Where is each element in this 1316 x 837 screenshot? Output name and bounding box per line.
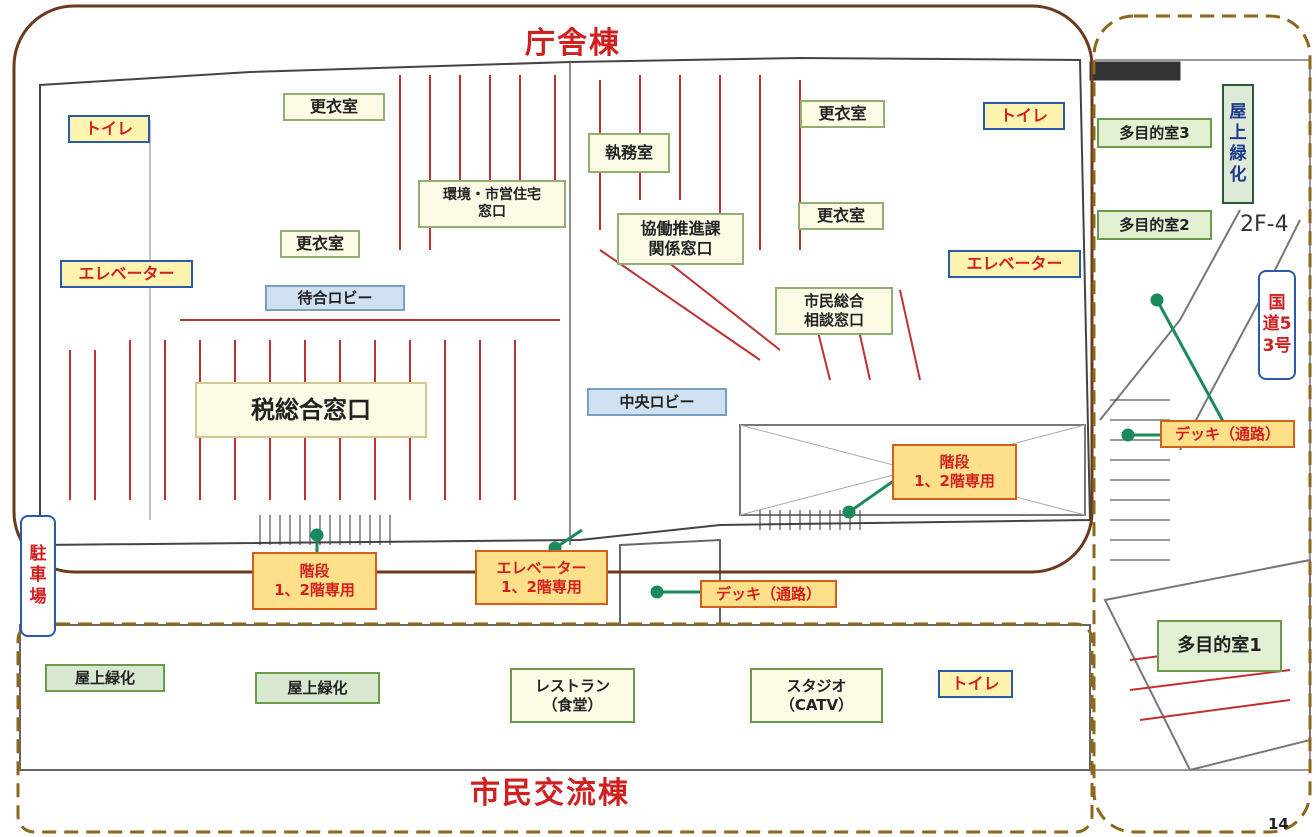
deck-label-center: デッキ（通路） <box>700 580 837 608</box>
waiting-lobby-label: 待合ロビー <box>265 285 405 311</box>
locker-room-label-4: 更衣室 <box>798 202 884 230</box>
citizen-consultation-counter-label: 市民総合 相談窓口 <box>775 287 893 335</box>
elevator-label-east: エレベーター <box>948 250 1081 278</box>
multipurpose-room-1-label: 多目的室1 <box>1157 620 1282 672</box>
exchange-building-outline <box>16 622 1094 834</box>
locker-room-label-3: 更衣室 <box>280 230 360 258</box>
tax-counter-label: 税総合窓口 <box>195 382 427 438</box>
elevator-label-west: エレベーター <box>60 260 193 288</box>
duty-office-label: 執務室 <box>588 133 670 173</box>
toilet-label-exchange: トイレ <box>938 670 1013 698</box>
locker-room-label-2: 更衣室 <box>800 100 885 128</box>
locker-room-label-1: 更衣室 <box>283 93 385 121</box>
env-housing-counter-label: 環境・市営住宅 窓口 <box>418 180 566 228</box>
collab-promotion-counter-label: 協働推進課 関係窓口 <box>617 213 744 265</box>
page-number: 14 <box>1268 815 1289 833</box>
stairs-label-west: 階段 1、2階専用 <box>252 552 377 610</box>
multipurpose-room-3-label: 多目的室3 <box>1097 118 1212 148</box>
restaurant-label: レストラン （食堂） <box>510 668 635 723</box>
rooftop-green-label-1: 屋上緑化 <box>45 664 165 692</box>
east-wing-outline <box>1092 14 1312 834</box>
studio-catv-label: スタジオ （CATV） <box>750 668 883 723</box>
rooftop-green-vertical-label: 屋上緑化 <box>1222 84 1254 204</box>
toilet-label-east: トイレ <box>983 102 1065 130</box>
route-53-label: 国道53号 <box>1258 270 1296 380</box>
hatched-stairs <box>259 61 1181 561</box>
multipurpose-room-2-label: 多目的室2 <box>1097 210 1212 240</box>
deck-label-east: デッキ（通路） <box>1160 420 1295 448</box>
central-lobby-label: 中央ロビー <box>587 388 727 416</box>
leader-lines <box>310 293 1227 599</box>
floor-code-label: 2F-4 <box>1240 212 1289 238</box>
stairs-label-east: 階段 1、2階専用 <box>892 444 1017 500</box>
exchange-building-title: 市民交流棟 <box>470 776 630 811</box>
rooftop-green-label-2: 屋上緑化 <box>255 672 380 704</box>
elevator-floors12-label: エレベーター 1、2階専用 <box>475 550 608 605</box>
toilet-label-west: トイレ <box>68 115 150 143</box>
parking-label: 駐車場 <box>20 515 56 637</box>
government-building-title: 庁舎棟 <box>525 26 621 61</box>
